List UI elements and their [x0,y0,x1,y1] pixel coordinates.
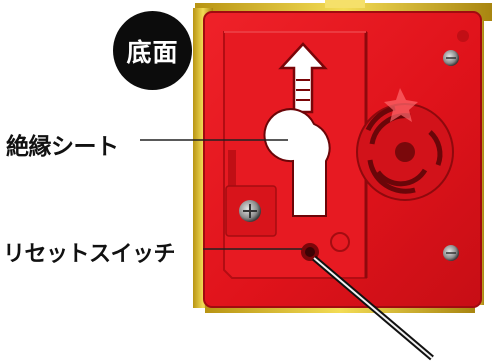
insulation-sheet-label: 絶縁シート [6,134,119,160]
reset-switch-hole [301,232,350,261]
screw-icon [443,50,459,66]
reset-pin [312,255,434,361]
bottom-face-badge: 底面 [113,11,192,90]
badge-label: 底面 [126,37,179,67]
screw-icon [239,200,261,222]
keyhole-insulation-sheet [263,108,331,217]
reset-switch-label: リセットスイッチ [3,242,176,267]
screw-icon [443,245,459,261]
speaker-grille [356,88,454,201]
